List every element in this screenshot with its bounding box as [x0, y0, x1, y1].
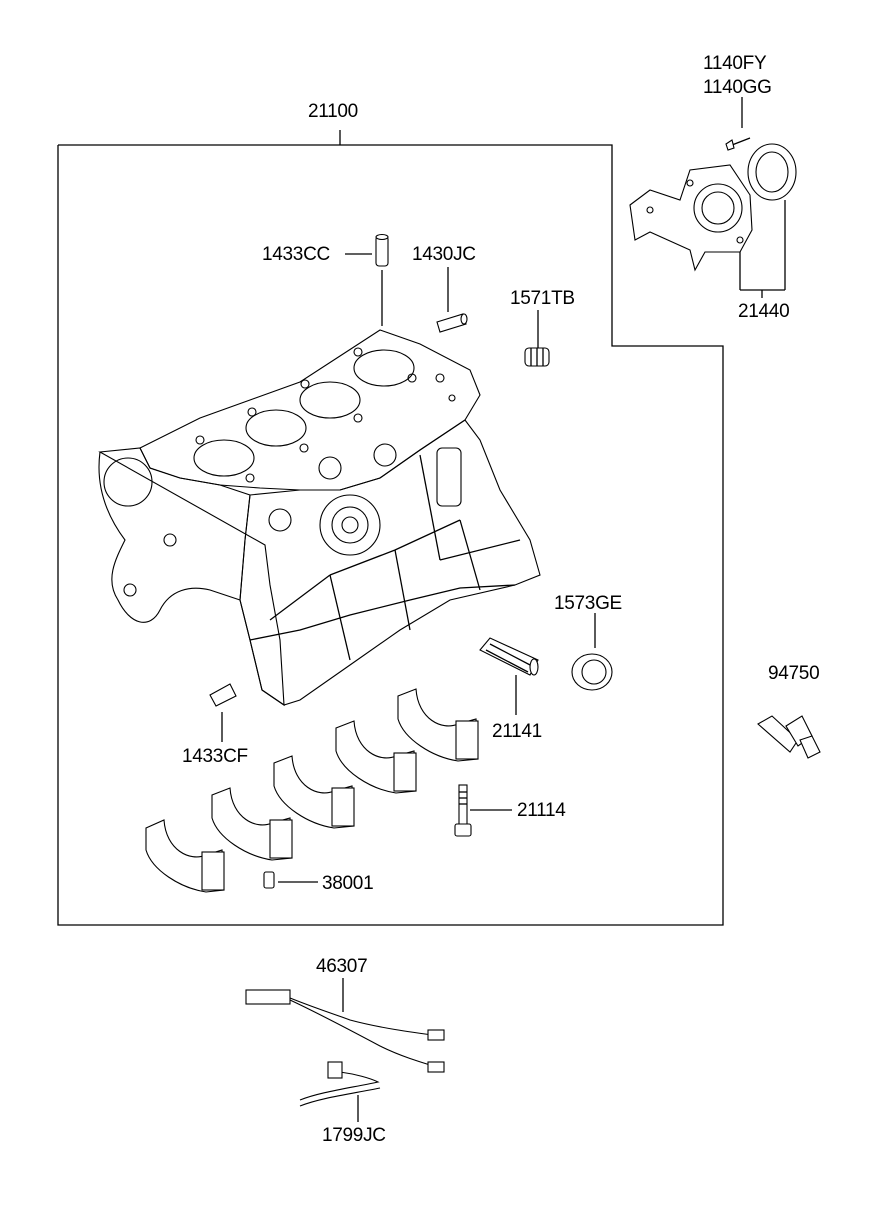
- switch-94750-drawing: [757, 715, 821, 759]
- harness-46307-drawing: [245, 989, 445, 1073]
- cylinder-block-drawing: [98, 329, 541, 707]
- label-46307: 46307: [316, 956, 368, 977]
- label-38001: 38001: [322, 873, 374, 894]
- stud-21141-drawing: [479, 637, 539, 676]
- label-21141: 21141: [492, 721, 542, 742]
- label-21100: 21100: [308, 101, 358, 122]
- label-1430jc: 1430JC: [412, 244, 476, 265]
- bearing-caps-drawing: [145, 688, 479, 893]
- label-1140fy: 1140FY: [703, 53, 767, 74]
- label-21440: 21440: [738, 301, 790, 322]
- pin-1433cf-drawing: [209, 683, 237, 707]
- cylinder-block-frame: [57, 144, 724, 926]
- bolt-21114-drawing: [454, 784, 472, 837]
- label-1433cf: 1433CF: [182, 746, 248, 767]
- label-1433cc: 1433CC: [262, 244, 330, 265]
- pin-38001-drawing: [263, 871, 275, 889]
- oil-seal-case-drawing: [629, 137, 797, 272]
- plug-1573ge-drawing: [571, 653, 613, 691]
- label-1799jc: 1799JC: [322, 1125, 386, 1146]
- label-1571tb: 1571TB: [510, 288, 575, 309]
- pin-1430jc-drawing: [436, 313, 468, 333]
- plug-1433cc-drawing: [375, 233, 389, 267]
- label-1573ge: 1573GE: [554, 593, 622, 614]
- leader-lines: [221, 97, 786, 1122]
- label-1140gg: 1140GG: [703, 77, 772, 98]
- plug-1571tb-drawing: [524, 347, 550, 367]
- clip-1799jc-drawing: [299, 1061, 381, 1107]
- label-21114: 21114: [517, 800, 566, 821]
- label-94750: 94750: [768, 663, 820, 684]
